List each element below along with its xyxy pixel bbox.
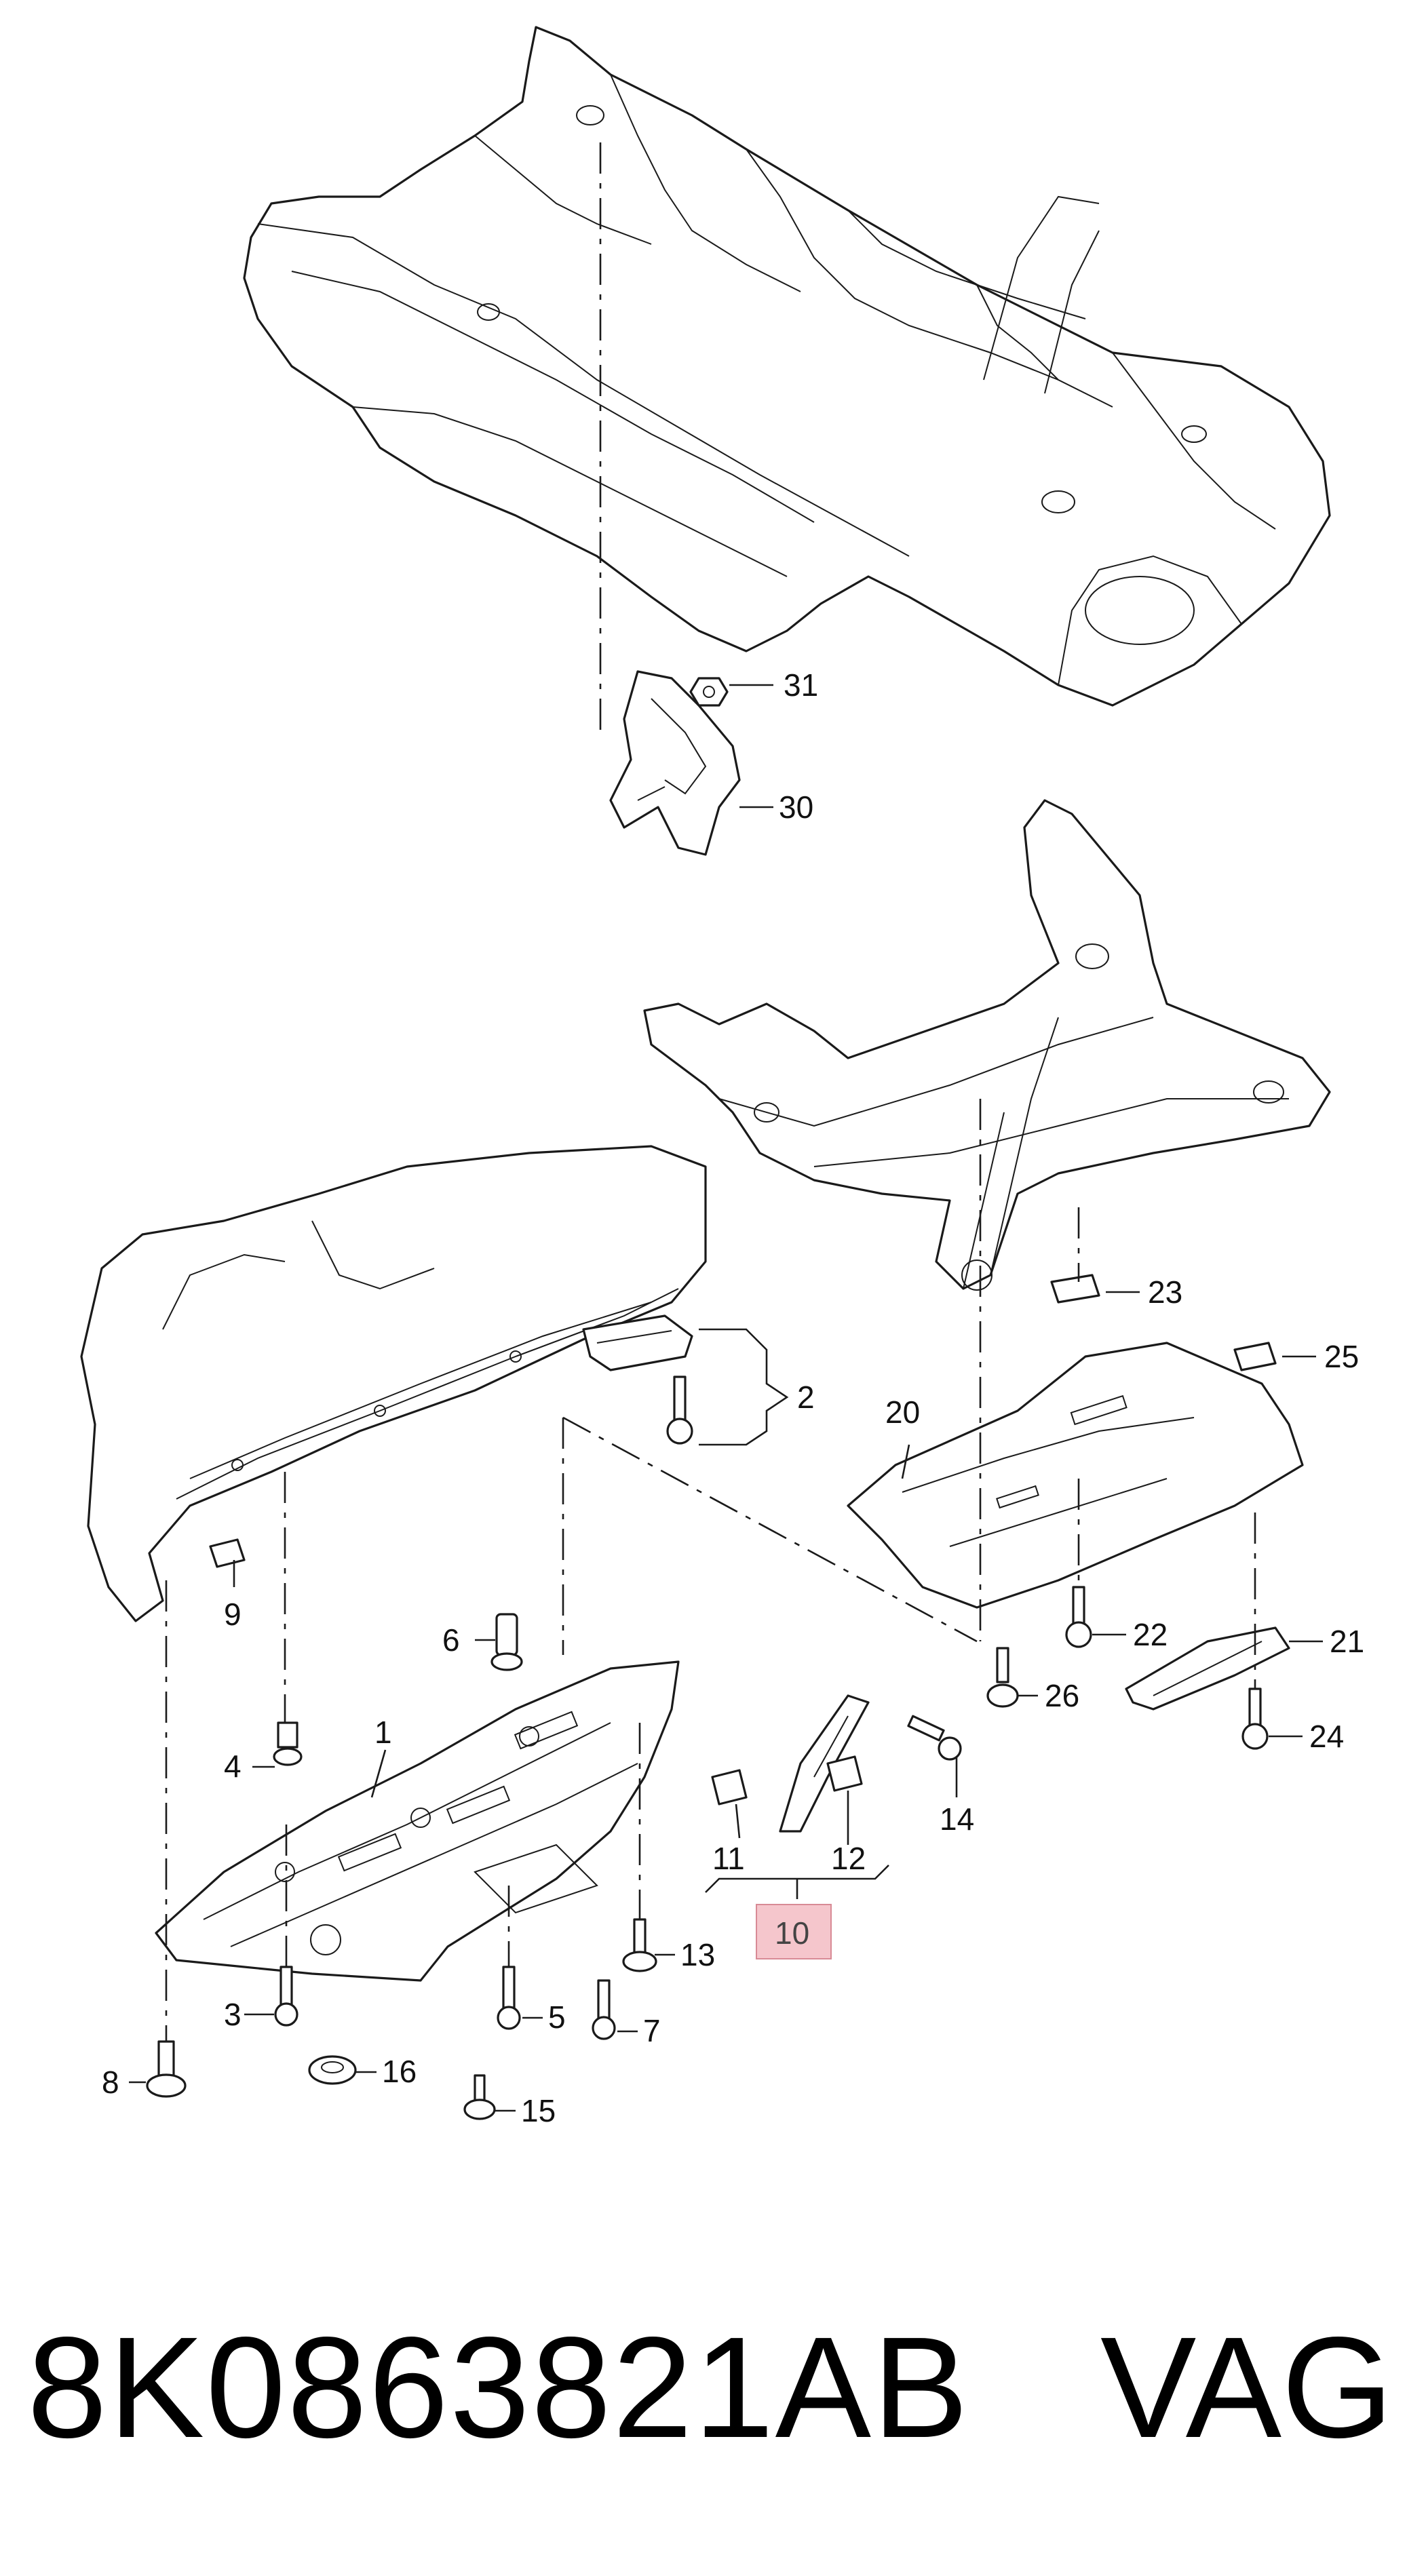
clip-9 (209, 1538, 246, 1568)
screw-2 (666, 1375, 693, 1445)
callout-13[interactable]: 13 (680, 1937, 715, 1972)
callout-5[interactable]: 5 (548, 1999, 566, 2035)
rivet-15 (463, 2074, 496, 2120)
grommet-16 (308, 2055, 357, 2085)
leader-lines (129, 684, 1323, 2112)
brand-label: VAG (1100, 2307, 1393, 2467)
car-body-floor-pan (243, 26, 1331, 707)
callout-15[interactable]: 15 (521, 2093, 556, 2128)
cover-21 (1125, 1626, 1290, 1711)
bracket-30 (609, 670, 741, 856)
rear-bumper-section (80, 1145, 707, 1622)
callout-24[interactable]: 24 (1309, 1719, 1344, 1754)
callout-20[interactable]: 20 (885, 1394, 920, 1430)
callout-3[interactable]: 3 (224, 1997, 242, 2032)
bolt-5 (497, 1966, 521, 2030)
callout-12[interactable]: 12 (831, 1841, 866, 1876)
bolt-3 (274, 1966, 298, 2027)
front-subframe (643, 799, 1331, 1291)
callout-11[interactable]: 11 (712, 1841, 745, 1876)
screw-24 (1241, 1687, 1269, 1750)
callout-21[interactable]: 21 (1330, 1624, 1364, 1659)
callout-16[interactable]: 16 (382, 2054, 417, 2089)
callout-1[interactable]: 1 (374, 1715, 392, 1750)
callout-10[interactable]: 10 (775, 1915, 809, 1951)
callout-30[interactable]: 30 (779, 789, 813, 825)
nut-31 (689, 677, 729, 707)
callout-10-highlight (756, 1904, 832, 1959)
callout-23[interactable]: 23 (1148, 1274, 1182, 1310)
callout-8[interactable]: 8 (102, 2065, 119, 2100)
callout-9[interactable]: 9 (224, 1597, 242, 1632)
callout-22[interactable]: 22 (1133, 1617, 1168, 1652)
clip-23 (1050, 1274, 1100, 1304)
screw-14 (907, 1715, 962, 1761)
engine-undertray-20 (847, 1342, 1304, 1609)
callout-25[interactable]: 25 (1324, 1339, 1359, 1374)
clip-11 (711, 1769, 748, 1806)
clip-12 (826, 1755, 863, 1792)
footer: 8K0863821AB VAG (0, 2299, 1407, 2476)
clip-8 (146, 2040, 187, 2098)
callout-6[interactable]: 6 (442, 1622, 460, 1658)
callout-2[interactable]: 2 (797, 1380, 815, 1415)
clip-bracket-2 (582, 1314, 693, 1371)
screw-22 (1065, 1586, 1092, 1648)
callout-7[interactable]: 7 (643, 2013, 661, 2048)
callout-labels: 31 30 2 23 25 20 22 21 24 26 1 6 4 9 3 5… (102, 667, 1364, 2128)
callout-4[interactable]: 4 (224, 1749, 242, 1784)
underbody-panel-1 (155, 1660, 680, 1982)
clip-13 (622, 1918, 657, 1972)
exploded-parts-diagram: 31 30 2 23 25 20 22 21 24 26 1 6 4 9 3 5… (80, 26, 1364, 2128)
part-number: 8K0863821AB (27, 2307, 970, 2467)
nut-4 (273, 1721, 303, 1766)
arch-trim-10 (779, 1694, 870, 1833)
rivet-26 (986, 1647, 1019, 1708)
callout-31[interactable]: 31 (784, 667, 818, 703)
clip-25 (1233, 1342, 1277, 1371)
assembly-lines (165, 142, 1256, 2042)
callout-26[interactable]: 26 (1045, 1678, 1079, 1713)
stud-6 (490, 1613, 523, 1671)
bolt-7 (592, 1979, 616, 2040)
callout-14[interactable]: 14 (940, 1801, 974, 1837)
